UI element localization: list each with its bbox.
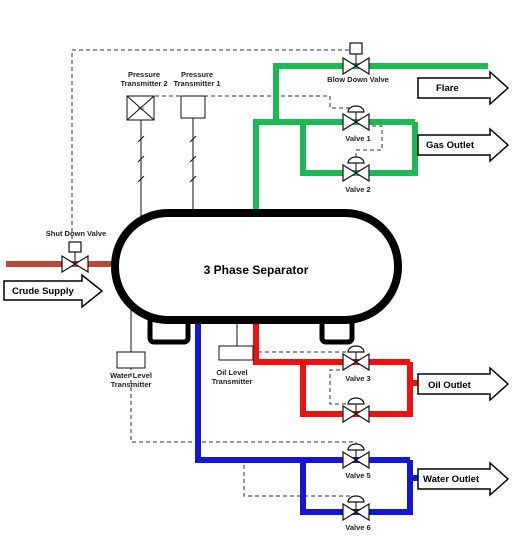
valve-2-label: Valve 2 [345, 185, 370, 194]
water-outlet-label: Water Outlet [423, 474, 480, 485]
gas-outlet-label: Gas Outlet [426, 140, 475, 151]
shut-down-valve[interactable] [61, 241, 89, 274]
oil-outlet-label: Oil Outlet [428, 380, 472, 391]
water-outlet-arrow: Water Outlet [417, 461, 510, 497]
crude-supply-label: Crude Supply [12, 286, 74, 297]
valve-3-label: Valve 3 [345, 374, 370, 383]
pressure-transmitter-2[interactable]: PTS [126, 95, 155, 121]
oil-bypass-valve[interactable] [342, 397, 370, 424]
valve-5[interactable] [342, 443, 370, 470]
valve-3[interactable] [342, 345, 370, 372]
valve-1-label: Valve 1 [345, 134, 370, 143]
blow-down-valve[interactable] [342, 42, 370, 76]
valve-6-label: Valve 6 [345, 523, 370, 532]
flare-label: Flare [436, 83, 459, 94]
blow-down-valve-label: Blow Down Valve [327, 75, 389, 84]
crude-supply-arrow: Crude Supply [3, 273, 104, 309]
flare-arrow: Flare [417, 70, 510, 106]
valve-2[interactable] [342, 156, 370, 183]
water-level-transmitter[interactable] [116, 351, 146, 369]
pressure-transmitter-2-tag: PTS [138, 107, 145, 111]
oil-piping [253, 320, 488, 417]
transmitter-impulse-lines [130, 118, 238, 352]
shut-down-valve-label: Shut Down Valve [46, 229, 106, 238]
separator-vessel: 3 Phase Separator [111, 209, 402, 345]
valve-6[interactable] [342, 495, 370, 522]
gas-outlet-arrow: Gas Outlet [417, 127, 510, 163]
valve-5-label: Valve 5 [345, 471, 370, 480]
pressure-transmitter-1[interactable] [180, 95, 206, 119]
valve-1[interactable] [342, 105, 370, 132]
oil-outlet-arrow: Oil Outlet [417, 366, 510, 402]
separator-label: 3 Phase Separator [204, 263, 309, 277]
oil-level-transmitter[interactable] [218, 345, 254, 361]
